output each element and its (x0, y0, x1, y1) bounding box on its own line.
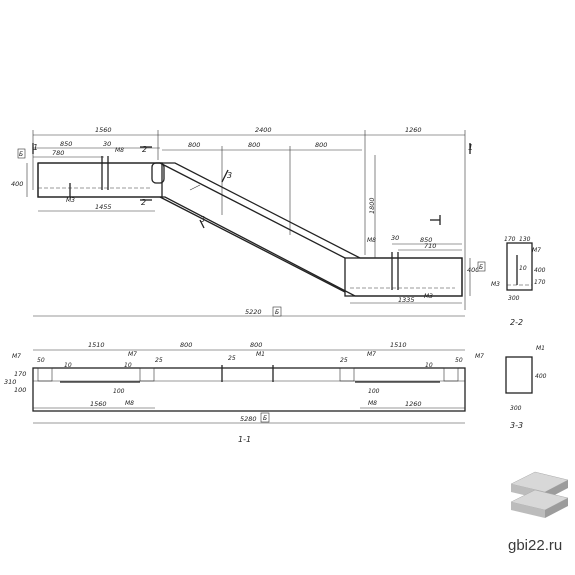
plan-dim-1800: 1800 (368, 197, 376, 214)
plan-dim-850-right: 850 (420, 236, 432, 244)
svg-text:Б: Б (275, 309, 279, 316)
elev-dim-1560: 1560 (90, 400, 107, 408)
elevation-1-1: 1510 800 800 1510 50 10 10 25 25 25 10 5… (4, 341, 484, 444)
elev-dim-800b: 800 (250, 341, 262, 349)
mark-m1-elev: М1 (256, 351, 265, 358)
cut-2-top: 2 (142, 145, 147, 154)
svg-text:Б: Б (19, 151, 23, 158)
mark-m3-left: М3 (66, 197, 75, 204)
mark-m8-elev-right: М8 (368, 400, 377, 407)
elev-dim-100: 100 (14, 386, 26, 394)
plan-dim-400-right: 400 (467, 266, 479, 274)
svg-text:10: 10 (519, 265, 527, 272)
plan-dim-800b: 800 (248, 141, 260, 149)
section-3-3: М1 400 300 3-3 (505, 345, 547, 430)
svg-text:10: 10 (64, 362, 72, 369)
elev-dim-5280: 5280 (240, 415, 257, 423)
svg-text:10: 10 (425, 362, 433, 369)
elev-dim-1510-right: 1510 (390, 341, 407, 349)
elev-dim-1260: 1260 (405, 400, 422, 408)
svg-text:25: 25 (155, 357, 163, 364)
mark-m7-3: М7 (367, 351, 376, 358)
lower-landing (344, 257, 463, 297)
flight-upper-edge (159, 162, 346, 259)
svg-text:170: 170 (504, 236, 516, 243)
mark-m7-4: М7 (475, 353, 484, 360)
svg-text:300: 300 (510, 405, 522, 412)
plan-dim-30-right: 30 (391, 234, 399, 242)
elev-dim-800a: 800 (180, 341, 192, 349)
mark-m8-top: М8 (115, 147, 124, 154)
plan-dim-1455: 1455 (95, 203, 112, 211)
section-label-3-3: 3-3 (510, 421, 523, 430)
plan-dim-800a: 800 (188, 141, 200, 149)
mark-m7-section: М7 (532, 247, 541, 254)
section-label-2-2: 2-2 (510, 318, 523, 327)
plan-dim-2400: 2400 (255, 126, 272, 134)
stair-elevation-body (32, 367, 466, 412)
svg-text:25: 25 (340, 357, 348, 364)
svg-text:100: 100 (368, 388, 380, 395)
plan-dim-1335: 1335 (398, 296, 415, 304)
svg-text:100: 100 (113, 388, 125, 395)
plan-dim-1260: 1260 (405, 126, 422, 134)
mark-m1-section: М1 (536, 345, 545, 352)
plan-view: 1560 2400 1260 850 780 30 800 800 800 М8… (11, 126, 486, 317)
landing-end (151, 162, 165, 184)
svg-text:Б: Б (263, 415, 267, 422)
svg-text:170: 170 (534, 279, 546, 286)
upper-landing (37, 162, 163, 198)
elev-small-50a: 50 (37, 357, 45, 364)
mark-m7-2: М7 (128, 351, 137, 358)
cut-1-right: 1 (468, 143, 473, 152)
plan-dim-780: 780 (52, 149, 64, 157)
elev-dim-1510-left: 1510 (88, 341, 105, 349)
plan-dim-400-left: 400 (11, 180, 23, 188)
svg-text:25: 25 (228, 355, 236, 362)
svg-text:400: 400 (535, 373, 547, 380)
section-label-1-1: 1-1 (238, 435, 251, 444)
plan-dim-800c: 800 (315, 141, 327, 149)
plan-dim-710: 710 (424, 242, 436, 250)
elev-dim-310: 310 (4, 378, 16, 386)
plan-dim-30: 30 (103, 140, 111, 148)
mark-m8-elev-left: М8 (125, 400, 134, 407)
cut-1-left: 1 (33, 143, 38, 152)
cut-3-bottom: 3 (200, 215, 205, 224)
plan-dim-5220: 5220 (245, 308, 262, 316)
cut-3-top: 3 (227, 171, 232, 180)
plan-dim-850: 850 (60, 140, 72, 148)
svg-text:10: 10 (124, 362, 132, 369)
svg-text:Б: Б (479, 264, 483, 271)
mark-m8-right: М8 (367, 237, 376, 244)
plan-dim-1560: 1560 (95, 126, 112, 134)
svg-text:300: 300 (508, 295, 520, 302)
mark-m3-section: М3 (491, 281, 500, 288)
cut-2-bottom: 2 (141, 198, 146, 207)
mark-m3-right: М3 (424, 293, 433, 300)
section-2-2: 170 130 М7 М3 400 170 10 300 2-2 (491, 236, 546, 327)
flight-lower-edge (159, 196, 346, 293)
svg-text:400: 400 (534, 267, 546, 274)
watermark-text: gbi22.ru (508, 537, 562, 554)
mark-m7-1: М7 (12, 353, 21, 360)
svg-text:130: 130 (519, 236, 531, 243)
logo-stack-icon (510, 471, 569, 518)
svg-text:50: 50 (455, 357, 463, 364)
elev-dim-170: 170 (14, 370, 26, 378)
